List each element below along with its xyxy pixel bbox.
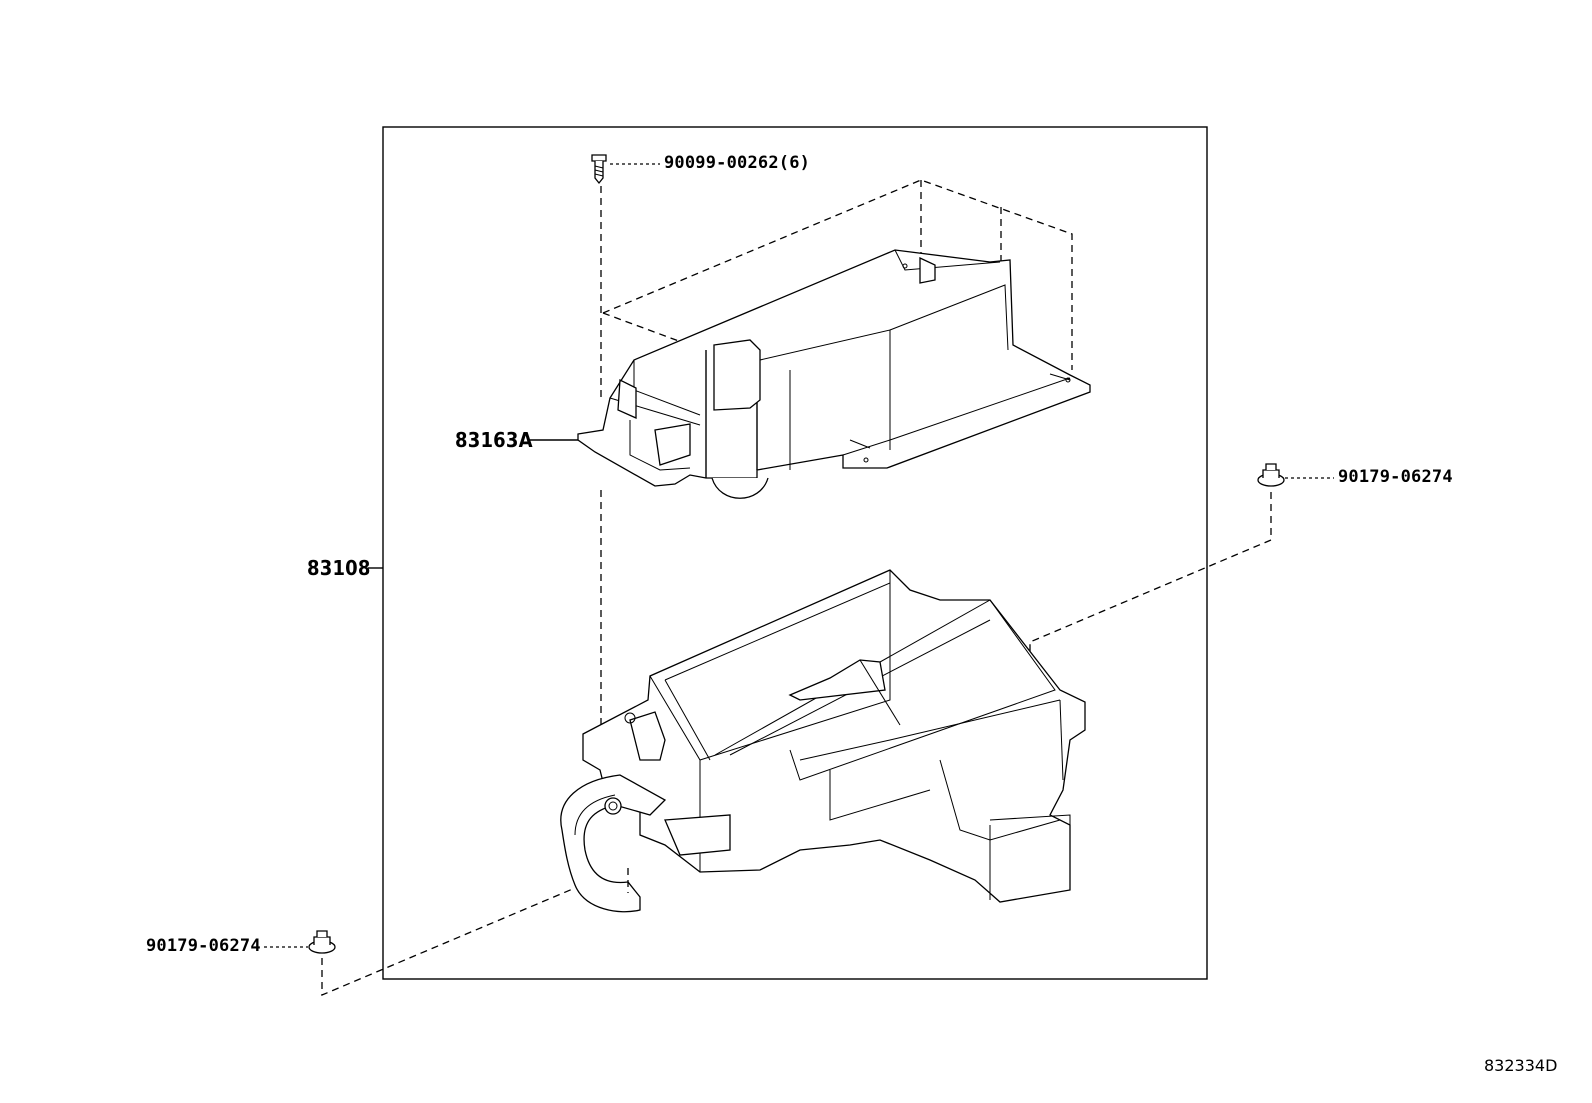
screw-icon — [591, 154, 607, 185]
clip-right-icon — [1257, 463, 1285, 487]
label-screw: 90099-00262(6) — [664, 153, 811, 173]
label-clip-right: 90179-06274 — [1338, 467, 1453, 487]
label-clip-left: 90179-06274 — [146, 936, 261, 956]
label-upper-case: 83163A — [455, 428, 533, 452]
lower-case-drawing — [560, 569, 1086, 913]
label-assembly: 83108 — [307, 556, 371, 580]
assembly-frame — [382, 126, 1208, 980]
diagram-reference-code: 832334D — [1484, 1056, 1558, 1075]
clip-left-icon — [308, 930, 336, 954]
upper-case-drawing — [577, 179, 1091, 499]
